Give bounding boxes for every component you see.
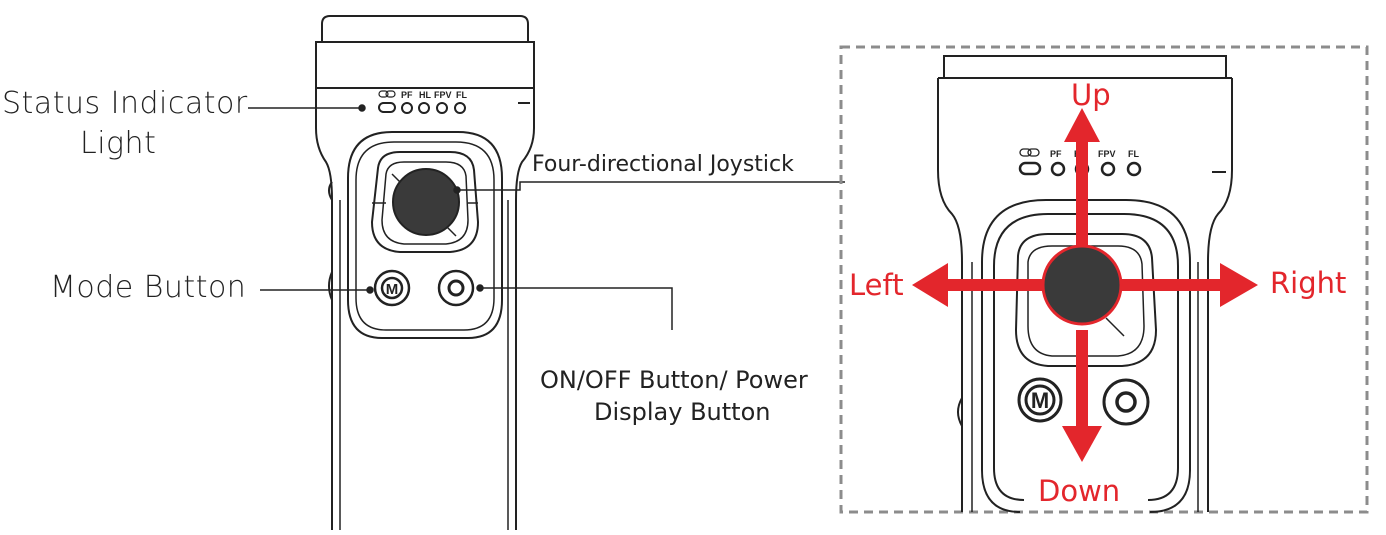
- left-joystick[interactable]: [392, 168, 460, 236]
- indicator-label-pf: PF: [401, 90, 413, 100]
- status-indicator-label-line2: Light: [80, 126, 157, 161]
- onoff-button-label-line1: ON/OFF Button/ Power: [540, 366, 808, 394]
- arrow-right-shaft: [1120, 279, 1224, 291]
- right-joystick[interactable]: [1041, 244, 1123, 326]
- arrow-right-icon: [1220, 263, 1258, 307]
- direction-right-label: Right: [1270, 266, 1347, 300]
- arrow-down-shaft: [1076, 330, 1088, 436]
- zoom-frame: [839, 45, 1369, 514]
- zoom-indicator-label-pf: PF: [1050, 149, 1062, 159]
- link-icon: [378, 90, 396, 98]
- direction-up-label: Up: [1071, 78, 1111, 112]
- mode-button-label: Mode Button: [50, 270, 247, 305]
- direction-arrows: [912, 108, 1258, 462]
- right-gimbal-handle: [937, 55, 1233, 513]
- joystick-label: Four-directional Joystick: [532, 152, 794, 177]
- link-icon-zoom: [1019, 148, 1040, 157]
- left-gimbal-handle: [315, 15, 535, 530]
- onoff-button-label-line2: Display Button: [594, 398, 771, 426]
- callout-lines: [248, 104, 845, 330]
- arrow-down-icon: [1062, 426, 1102, 462]
- direction-down-label: Down: [1038, 474, 1121, 508]
- indicator-label-fl: FL: [456, 90, 467, 100]
- right-power-button[interactable]: [1102, 378, 1150, 426]
- zoom-indicator-label-fpv: FPV: [1098, 149, 1116, 159]
- right-mode-button[interactable]: M: [1017, 377, 1063, 423]
- zoom-mode-glyph: M: [1031, 388, 1049, 413]
- left-mode-button[interactable]: M: [373, 269, 411, 307]
- indicator-label-fpv: FPV: [434, 90, 452, 100]
- direction-left-label: Left: [849, 268, 904, 302]
- left-status-lights: PF HL FPV FL: [378, 90, 467, 114]
- zoom-indicator-label-fl: FL: [1128, 149, 1139, 159]
- indicator-label-hl: HL: [419, 90, 431, 100]
- left-power-button[interactable]: [437, 269, 475, 307]
- arrow-left-icon: [912, 263, 948, 307]
- arrow-left-shaft: [944, 279, 1044, 291]
- arrow-up-icon: [1064, 108, 1100, 142]
- arrow-up-shaft: [1076, 140, 1088, 260]
- status-indicator-label-line1: Status Indicator: [2, 86, 248, 121]
- mode-glyph: M: [386, 281, 399, 298]
